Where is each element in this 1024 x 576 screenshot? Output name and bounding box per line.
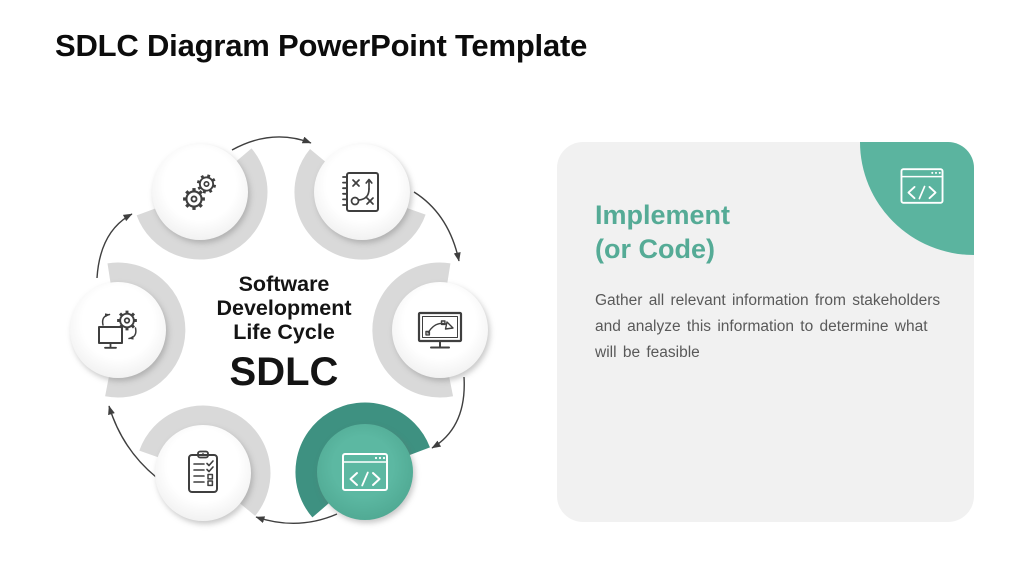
card-corner-accent bbox=[860, 142, 974, 255]
step-circle bbox=[314, 144, 410, 240]
step-5-checklist[interactable] bbox=[139, 405, 271, 521]
step-circle-active bbox=[317, 424, 413, 520]
step-circle bbox=[392, 282, 488, 378]
svg-text:SDLC: SDLC bbox=[230, 350, 339, 394]
center-acronym: SDLC bbox=[230, 350, 339, 394]
svg-text:Life Cycle: Life Cycle bbox=[233, 320, 335, 344]
card-title: Implement (or Code) bbox=[595, 198, 730, 266]
arrow-left-to-topleft bbox=[96, 213, 133, 279]
step-6-deploy[interactable] bbox=[70, 262, 186, 398]
card-title-line-1: Implement bbox=[595, 200, 731, 230]
step-arc bbox=[372, 262, 454, 398]
step-arc bbox=[105, 262, 186, 398]
checklist-clipboard-icon bbox=[188, 450, 218, 493]
arrow-topright-to-right bbox=[413, 191, 461, 262]
code-window-icon bbox=[900, 168, 944, 204]
arrow-topleft-to-topright bbox=[231, 136, 312, 151]
slide-title: SDLC Diagram PowerPoint Template bbox=[55, 28, 588, 63]
step-circle bbox=[70, 282, 166, 378]
step-arc bbox=[294, 149, 426, 260]
svg-text:Software: Software bbox=[239, 272, 330, 296]
center-line-2: Development bbox=[216, 296, 351, 320]
cycle-arrows bbox=[96, 136, 465, 524]
sdlc-cycle-diagram: Software Development Life Cycle SDLC bbox=[70, 136, 488, 524]
step-arc bbox=[139, 405, 271, 516]
step-arc-active bbox=[295, 402, 430, 518]
arrow-bottomright-to-bottomleft bbox=[255, 513, 338, 524]
strategy-plan-icon bbox=[342, 172, 379, 212]
arrow-bottomleft-to-left bbox=[108, 405, 157, 478]
step-circle bbox=[155, 425, 251, 521]
detail-card: Implement (or Code) Gather all relevant … bbox=[557, 142, 974, 522]
design-monitor-icon bbox=[417, 311, 463, 349]
step-arc bbox=[136, 148, 268, 260]
card-title-line-2: (or Code) bbox=[595, 234, 715, 264]
diagram-center-label: Software Development Life Cycle SDLC bbox=[216, 272, 351, 394]
arrow-right-to-bottomright bbox=[431, 376, 465, 449]
card-description: Gather all relevant information from sta… bbox=[595, 292, 941, 361]
svg-text:Development: Development bbox=[216, 296, 351, 320]
step-4-implement[interactable] bbox=[295, 402, 430, 520]
step-2-strategy[interactable] bbox=[294, 144, 426, 260]
center-line-1: Software bbox=[239, 272, 330, 296]
step-3-design[interactable] bbox=[372, 262, 488, 398]
step-1-gears[interactable] bbox=[136, 144, 268, 260]
monitor-gear-sync-icon bbox=[98, 309, 139, 349]
center-line-3: Life Cycle bbox=[233, 320, 335, 344]
